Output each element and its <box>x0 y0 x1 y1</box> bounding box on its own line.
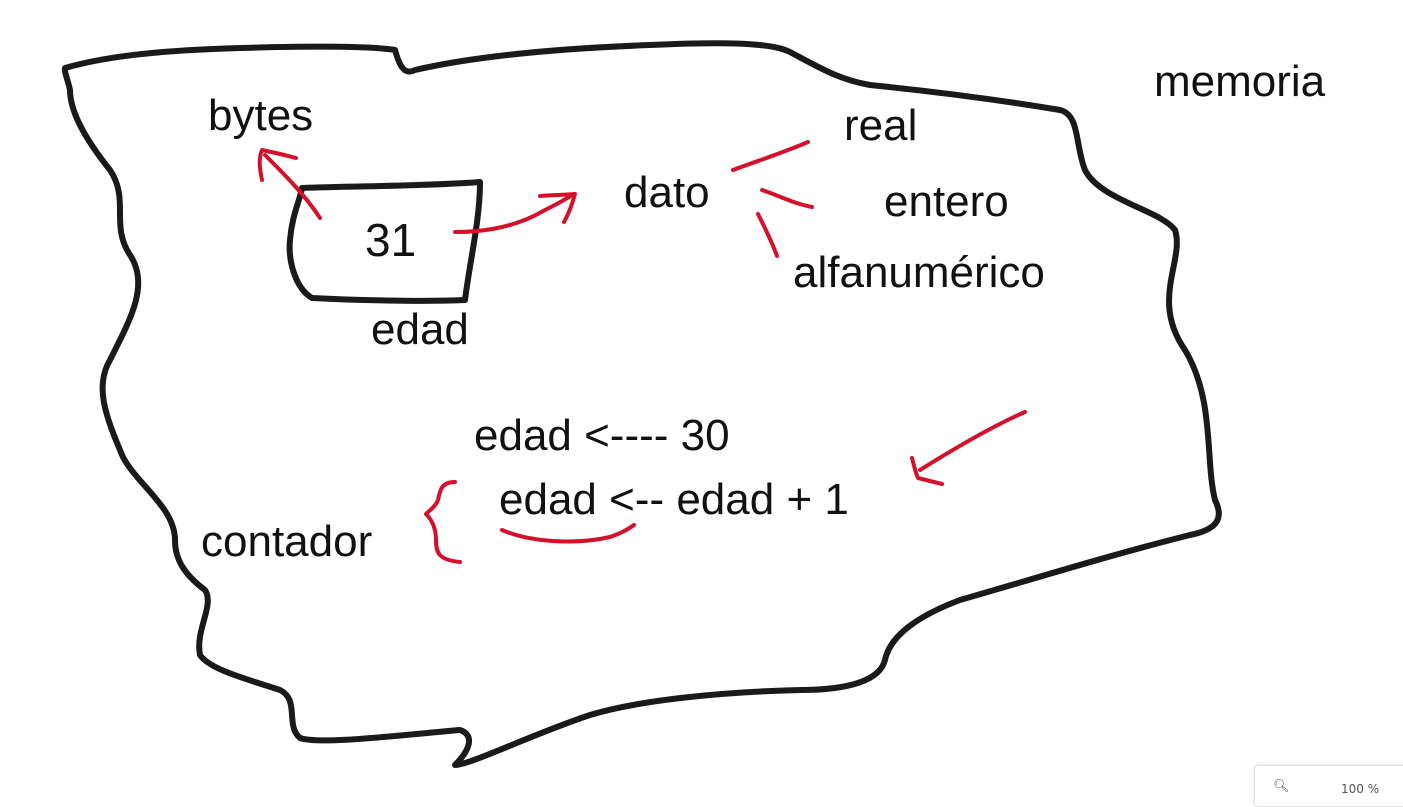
memory-label: memoria <box>1154 57 1326 106</box>
variable-box <box>286 179 483 304</box>
whiteboard-canvas <box>61 40 1222 768</box>
dato-label: dato <box>624 168 710 217</box>
branch-to-alfanumerico <box>756 212 779 258</box>
real-label: real <box>844 101 918 150</box>
alfanumerico-label: alfanumérico <box>793 248 1045 297</box>
contador-label: contador <box>201 517 373 566</box>
zoom-value: 100 % <box>1341 782 1380 796</box>
variable-name-label: edad <box>371 305 469 354</box>
contador-brace <box>424 480 462 564</box>
arrow-to-assignment <box>918 410 1027 472</box>
edad-underline <box>500 523 636 544</box>
memory-outline <box>61 40 1222 768</box>
zoom-icon[interactable]: 🔍︎ <box>1273 779 1290 794</box>
arrow-to-bytes-head <box>257 148 298 182</box>
arrow-to-assignment-head <box>910 456 944 486</box>
zoom-control[interactable]: 🔍︎ 100 % <box>1254 765 1403 807</box>
branch-to-real <box>731 140 810 172</box>
value-label: 31 <box>365 214 417 266</box>
assignment-1: edad <---- 30 <box>474 411 730 460</box>
branch-to-entero <box>760 188 814 209</box>
bytes-label: bytes <box>208 91 314 140</box>
arrow-to-dato-head <box>538 192 577 224</box>
assignment-2: edad <-- edad + 1 <box>499 475 849 524</box>
arrow-to-bytes <box>263 153 322 220</box>
arrow-to-dato <box>453 193 574 234</box>
entero-label: entero <box>884 177 1009 226</box>
